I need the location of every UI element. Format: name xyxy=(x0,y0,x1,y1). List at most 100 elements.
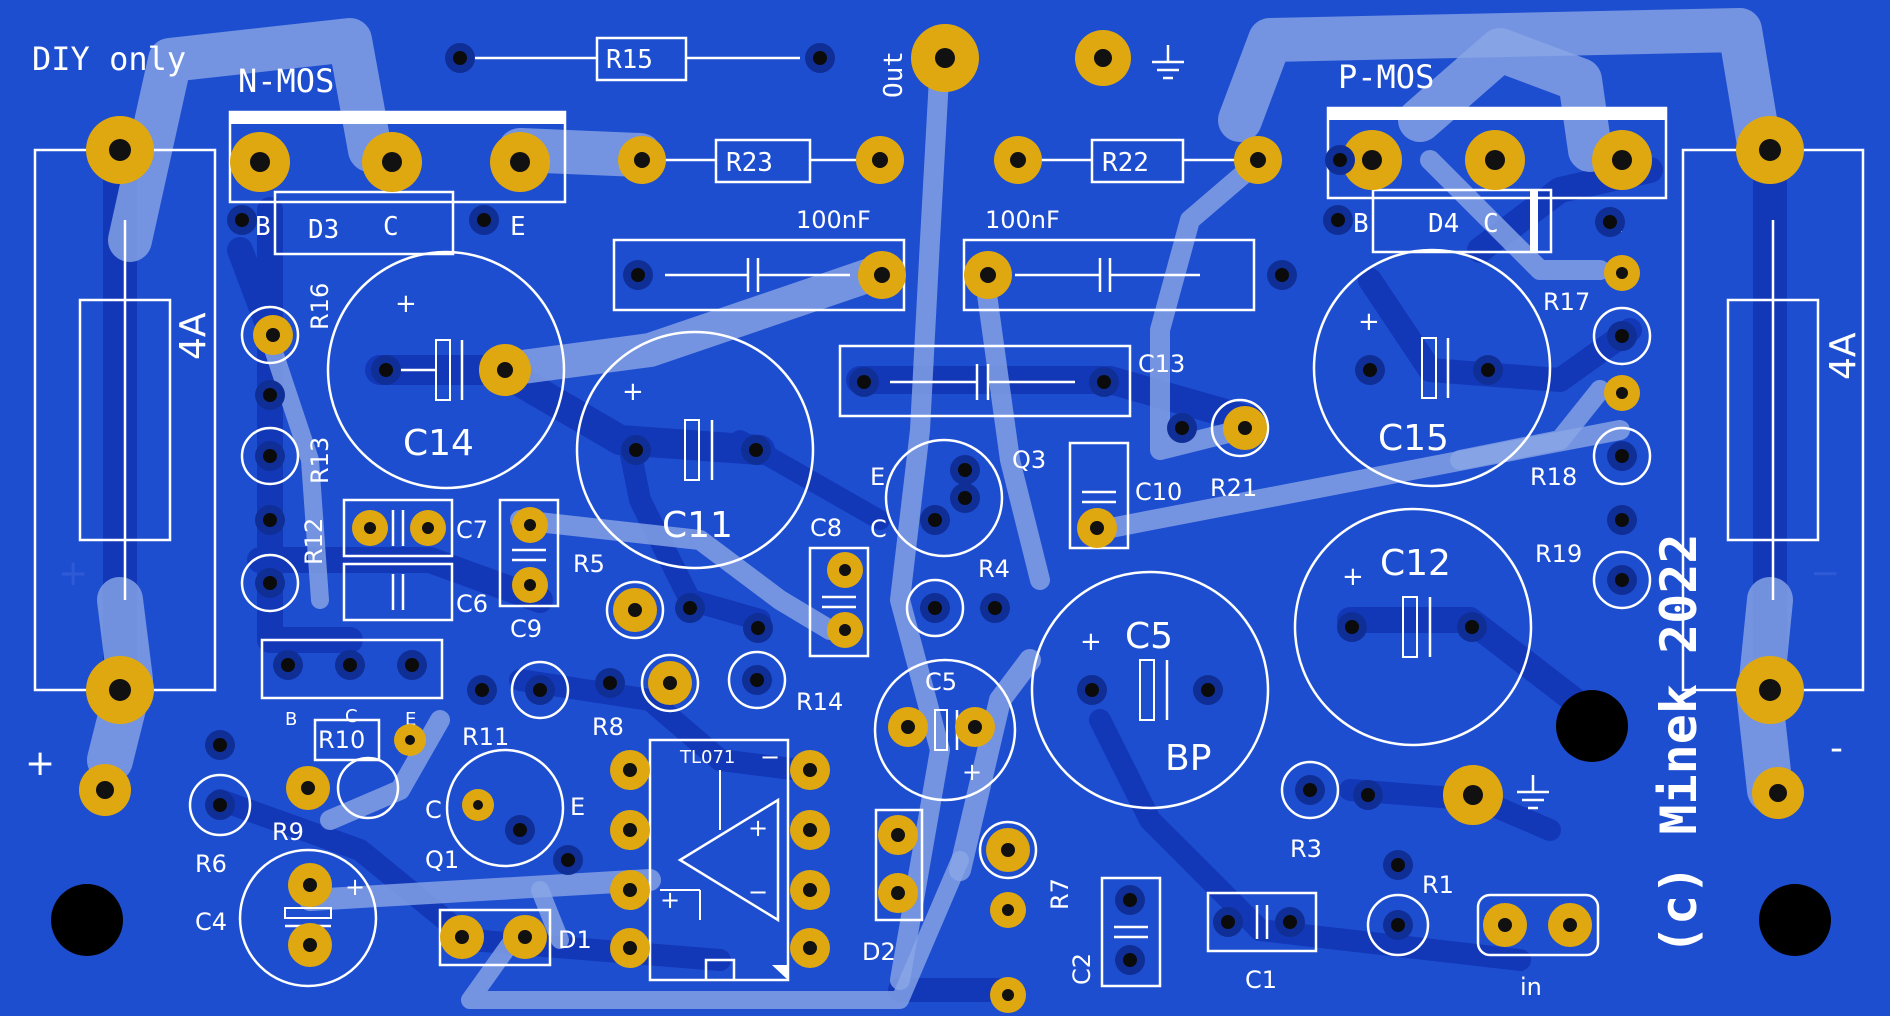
via-hole xyxy=(1333,153,1347,167)
svg-text:+: + xyxy=(962,758,982,786)
r11-label: R11 xyxy=(462,723,509,751)
c8-outline xyxy=(808,546,870,658)
c14: + C14 xyxy=(326,250,566,490)
via-hole xyxy=(629,443,643,457)
via-hole xyxy=(928,601,942,615)
q3: Q3 E C xyxy=(870,438,1046,558)
pad-hole xyxy=(623,941,637,955)
mounting-hole xyxy=(1556,690,1628,762)
pad-hole xyxy=(1010,152,1026,168)
pad-hole xyxy=(1563,918,1577,932)
cap-100nf-left-label: 100nF xyxy=(796,206,871,234)
c5-big-label: C5 xyxy=(1125,616,1173,657)
nmos-b-label: B xyxy=(255,212,271,242)
c1-outline xyxy=(1206,891,1318,953)
c12: + C12 xyxy=(1293,507,1533,747)
pad-hole xyxy=(303,878,317,892)
via-hole xyxy=(1331,213,1345,227)
via-hole xyxy=(1123,893,1137,907)
pad-hole xyxy=(1362,150,1382,170)
via-hole xyxy=(1615,449,1629,463)
via-hole xyxy=(1391,858,1405,872)
via-hole xyxy=(475,683,489,697)
c5-small: C5 + xyxy=(873,658,1017,802)
r10-outline xyxy=(313,718,381,762)
pad-hole xyxy=(872,152,888,168)
r6-label: R6 xyxy=(195,850,227,878)
fuse-right-minus: − xyxy=(1810,553,1840,594)
r14-label: R14 xyxy=(796,688,843,716)
via-hole xyxy=(749,443,763,457)
pad-hole xyxy=(874,267,890,283)
via-hole xyxy=(603,676,617,690)
pad-hole xyxy=(1769,784,1787,802)
via-hole xyxy=(928,513,942,527)
r1-label: R1 xyxy=(1422,871,1454,899)
pad-hole xyxy=(510,152,530,172)
input-connector xyxy=(1476,893,1600,957)
c2-label: C2 xyxy=(1068,953,1096,985)
minus-power-label: - xyxy=(1830,728,1843,769)
pad-hole xyxy=(623,823,637,837)
c6-label: C6 xyxy=(456,590,488,618)
c9-label: C9 xyxy=(510,615,542,643)
pad-hole xyxy=(1002,904,1014,916)
via-hole xyxy=(477,213,491,227)
via-hole xyxy=(813,51,827,65)
svg-text:C: C xyxy=(425,796,442,824)
c1-label: C1 xyxy=(1245,966,1277,994)
via-hole xyxy=(683,601,697,615)
c5-bp: + C5 BP xyxy=(1030,570,1270,810)
via-hole xyxy=(1085,683,1099,697)
c4: + C4 xyxy=(195,848,378,988)
d2-outline xyxy=(874,808,924,922)
fuse-right-label: 4A xyxy=(1823,332,1864,380)
out-label: Out xyxy=(879,51,909,98)
svg-text:−: − xyxy=(760,743,780,771)
c9-outline xyxy=(498,498,560,608)
via-hole xyxy=(263,388,277,402)
pad-hole xyxy=(803,941,817,955)
via-hole xyxy=(213,738,227,752)
via-hole xyxy=(343,658,357,672)
pad-hole xyxy=(803,763,817,777)
nmos-footprint xyxy=(228,110,567,204)
d1-label: D1 xyxy=(558,926,592,954)
ground-icon-top xyxy=(1152,45,1184,80)
c15: + C15 xyxy=(1312,248,1552,488)
r4-label: R4 xyxy=(978,555,1010,583)
pad-hole xyxy=(303,938,317,952)
via-hole xyxy=(751,621,765,635)
pad-hole xyxy=(109,679,131,701)
via-hole xyxy=(1481,363,1495,377)
in-label: in xyxy=(1520,973,1542,1001)
via-hole xyxy=(281,658,295,672)
pad-hole xyxy=(1090,521,1104,535)
nmos-c-label: C xyxy=(383,212,399,242)
nmos-e-label: E xyxy=(510,212,526,242)
pmos-label: P-MOS xyxy=(1338,58,1434,96)
via-hole xyxy=(263,576,277,590)
d4-label: D4 xyxy=(1428,209,1459,239)
via-hole xyxy=(1123,953,1137,967)
pad-hole xyxy=(266,328,280,342)
mounting-hole xyxy=(1759,884,1831,956)
pad-hole xyxy=(935,48,955,68)
pad-hole xyxy=(1616,267,1628,279)
via-hole xyxy=(379,363,393,377)
svg-text:−: − xyxy=(748,878,768,906)
via-hole xyxy=(263,449,277,463)
via-hole xyxy=(533,683,547,697)
pad-hole xyxy=(422,522,434,534)
pad-hole xyxy=(109,139,131,161)
svg-text:+: + xyxy=(395,289,417,319)
pad-hole xyxy=(96,781,114,799)
svg-text:C: C xyxy=(870,515,887,543)
via-hole xyxy=(1603,215,1617,229)
r19-label: R19 xyxy=(1535,540,1582,568)
via-hole xyxy=(1361,788,1375,802)
via-hole xyxy=(1615,329,1629,343)
pad-hole xyxy=(382,152,402,172)
via-hole xyxy=(513,823,527,837)
